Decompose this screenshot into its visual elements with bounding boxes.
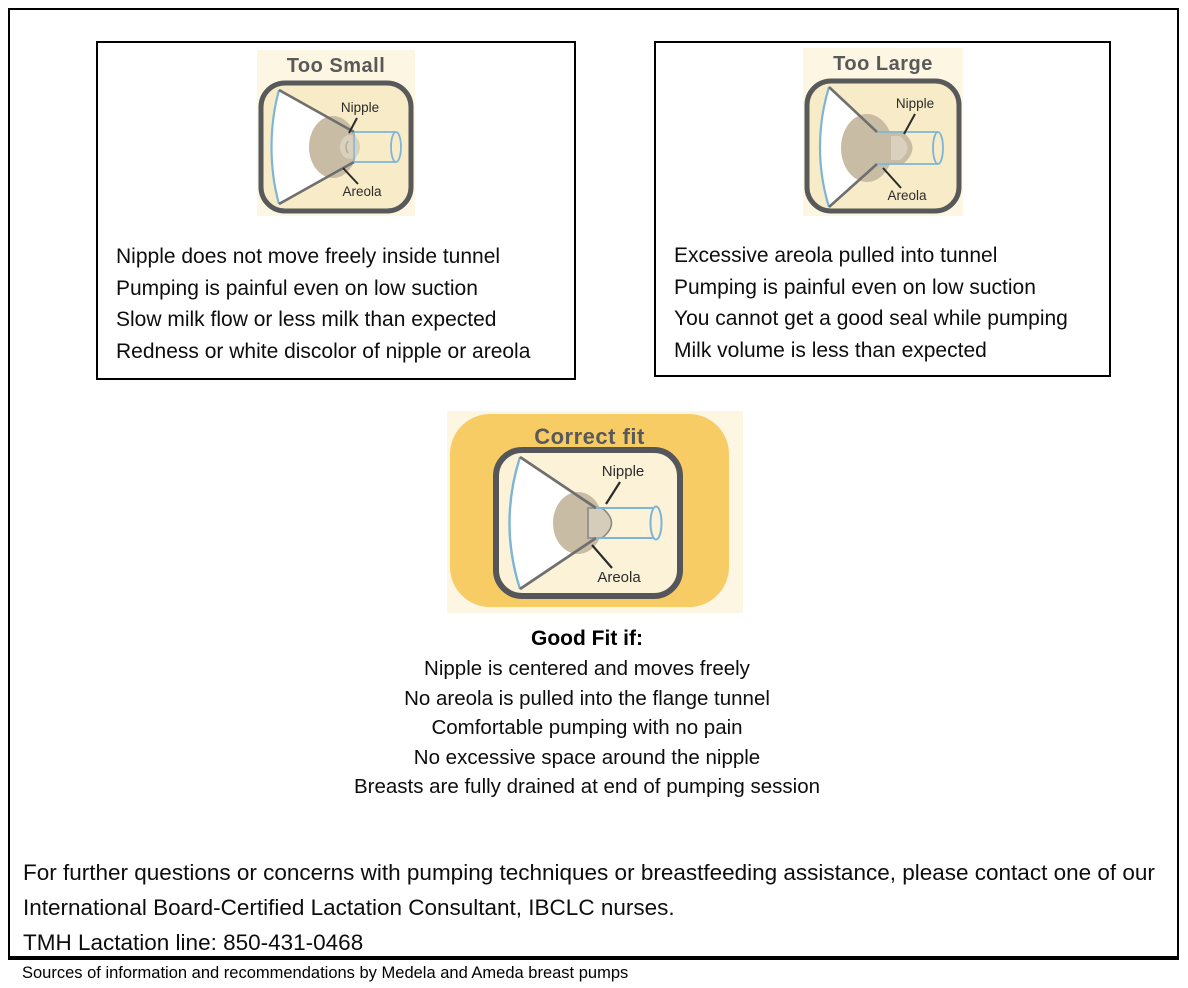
correct-fit-flange-illustration: Nipple Areola <box>493 447 683 599</box>
nipple-label: Nipple <box>341 100 379 115</box>
symptom-line: Milk volume is less than expected <box>674 338 987 362</box>
too-large-panel: Too Large Nipple Areola Excessive areola… <box>654 41 1111 377</box>
symptom-line: Excessive areola pulled into tunnel <box>674 244 998 267</box>
symptom-line: Pumping is painful even on low suction <box>674 275 1036 299</box>
too-large-title: Too Large <box>833 53 933 75</box>
nipple-label: Nipple <box>896 96 934 111</box>
contact-info: For further questions or concerns with p… <box>23 855 1178 960</box>
sources-note: Sources of information and recommendatio… <box>22 964 629 982</box>
contact-text-line: International Board-Certified Lactation … <box>23 895 675 920</box>
good-fit-criterion: No areola is pulled into the flange tunn… <box>404 686 770 710</box>
symptom-line: Pumping is painful even on low suction <box>116 276 478 300</box>
lactation-phone-line: TMH Lactation line: 850-431-0468 <box>23 930 364 955</box>
too-small-panel: Too Small Nipple Areola Nipple does n <box>96 41 576 380</box>
symptom-line: You cannot get a good seal while pumping <box>674 307 1068 331</box>
good-fit-heading: Good Fit if: <box>531 627 643 650</box>
areola-shape <box>841 114 893 182</box>
contact-text-line: For further questions or concerns with p… <box>23 860 1155 885</box>
too-small-title: Too Small <box>286 55 386 77</box>
symptom-line: Redness or white discolor of nipple or a… <box>116 339 531 363</box>
good-fit-criterion: Comfortable pumping with no pain <box>431 716 743 739</box>
page-border <box>8 8 1179 960</box>
correct-fit-panel: Correct fit Nipple Areola <box>447 411 743 613</box>
nipple-label: Nipple <box>602 463 645 480</box>
correct-fit-title: Correct fit <box>534 424 645 449</box>
nipple-shape <box>340 135 360 159</box>
good-fit-criterion: Breasts are fully drained at end of pump… <box>353 775 821 798</box>
good-fit-criterion: No excessive space around the nipple <box>413 745 761 769</box>
too-small-symptom-list: Nipple does not move freely inside tunne… <box>116 241 530 367</box>
symptom-line: Nipple does not move freely inside tunne… <box>116 245 501 268</box>
good-fit-criterion: Nipple is centered and moves freely <box>424 657 750 680</box>
areola-label: Areola <box>342 184 382 199</box>
too-large-flange-illustration: Nipple Areola <box>804 78 962 214</box>
areola-label: Areola <box>597 569 641 586</box>
symptom-line: Slow milk flow or less milk than expecte… <box>116 308 497 332</box>
nipple-shape <box>891 136 908 160</box>
good-fit-section: Good Fit if: Nipple is centered and move… <box>187 624 987 802</box>
too-small-diagram: Too Small Nipple Areola <box>257 50 415 216</box>
too-small-flange-illustration: Nipple Areola <box>258 80 414 214</box>
too-large-diagram: Too Large Nipple Areola <box>803 48 963 216</box>
too-large-symptom-list: Excessive areola pulled into tunnel Pump… <box>674 240 1068 366</box>
areola-shape <box>309 116 357 178</box>
areola-label: Areola <box>887 188 927 203</box>
